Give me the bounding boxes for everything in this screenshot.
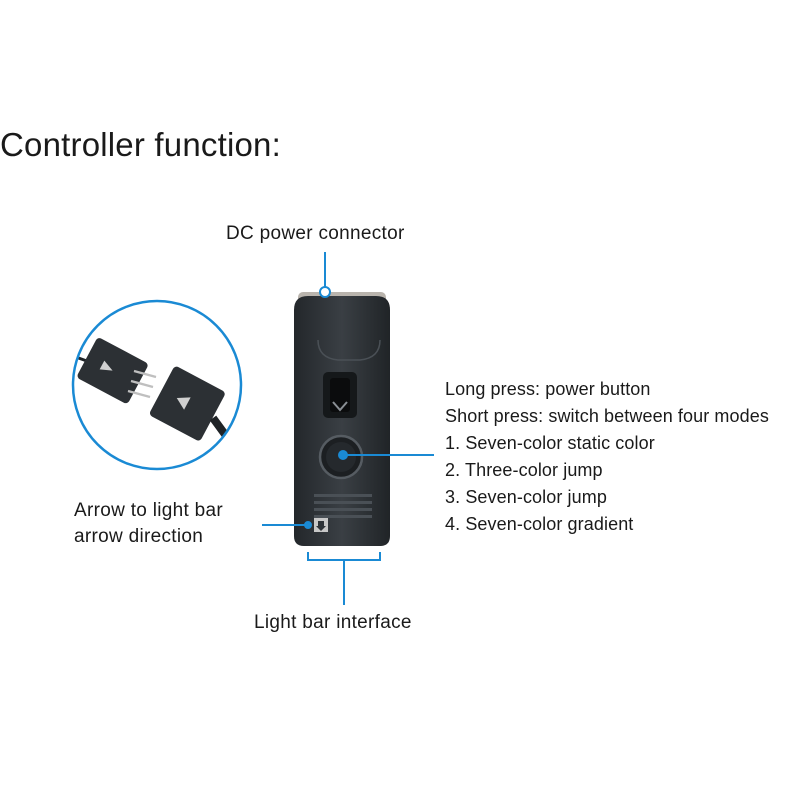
controller-device: [294, 292, 390, 546]
light-bar-interface-label: Light bar interface: [254, 612, 412, 633]
arrow-direction-label: Arrow to light bar arrow direction: [74, 498, 223, 550]
arrow-label-line-2: arrow direction: [74, 526, 204, 547]
light-bar-arrow-icon: [314, 518, 328, 532]
button-functions-list: Long press: power button Short press: sw…: [445, 376, 769, 538]
dc-power-connector-label: DC power connector: [226, 223, 405, 244]
short-press-text: Short press: switch between four modes: [445, 406, 769, 426]
long-press-text: Long press: power button: [445, 379, 651, 399]
mode-item-2: 2. Three-color jump: [445, 460, 603, 480]
diagram-title: Controller function:: [0, 126, 281, 163]
detail-circle-outline: [71, 299, 243, 471]
callout-lines: [262, 252, 434, 605]
mode-item-3: 3. Seven-color jump: [445, 487, 607, 507]
mode-item-1: 1. Seven-color static color: [445, 433, 655, 453]
mode-item-4: 4. Seven-color gradient: [445, 514, 634, 534]
arrow-label-line-1: Arrow to light bar: [74, 500, 224, 521]
